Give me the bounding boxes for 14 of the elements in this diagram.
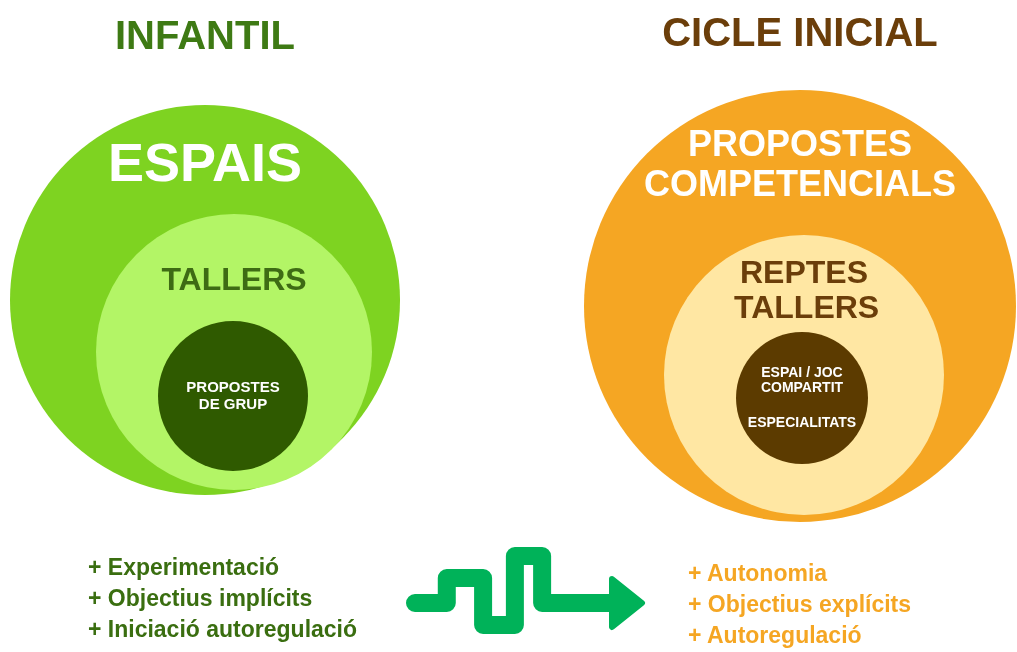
- circle-label: PROPOSTES DE GRUP: [185, 379, 281, 412]
- circle-label: ESPAI / JOC COMPARTIT: [759, 365, 845, 396]
- circle-label: ESPECIALITATS: [746, 415, 858, 431]
- list-item: + Autonomia: [688, 559, 829, 588]
- list-item: + Experimentació: [88, 553, 281, 582]
- list-item: + Iniciació autoregulació: [88, 615, 359, 645]
- heading: CICLE INICIAL: [661, 10, 939, 54]
- list-item: + Autoregulació: [688, 621, 863, 651]
- heading: INFANTIL: [114, 13, 296, 57]
- circle-label: PROPOSTES COMPETENCIALS: [643, 124, 957, 204]
- list-item: + Objectius explícits: [688, 590, 912, 620]
- list-item: + Objectius implícits: [88, 584, 314, 614]
- circle-label: TALLERS: [160, 262, 308, 298]
- circle-label: ESPAIS: [106, 133, 304, 193]
